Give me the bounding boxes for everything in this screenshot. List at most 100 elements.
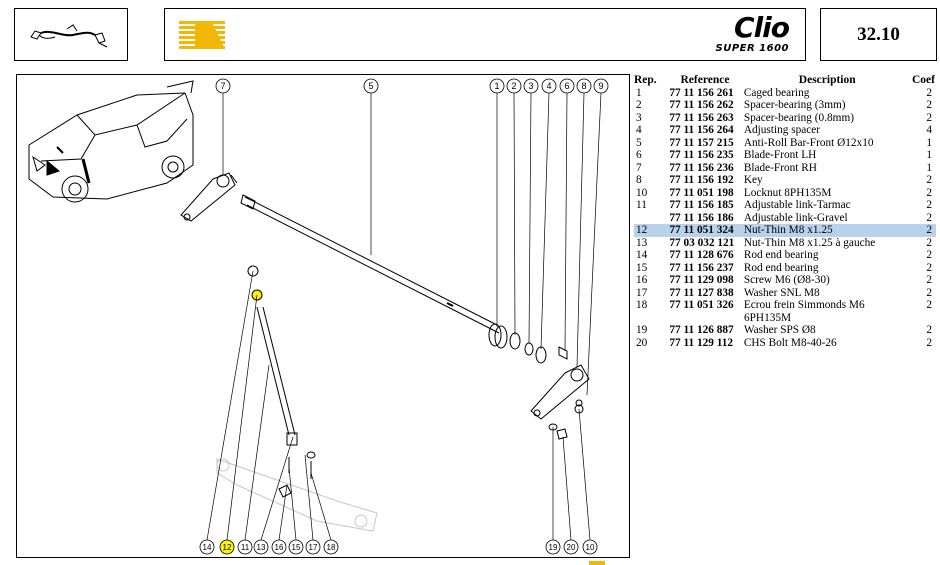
callout-label: 14 xyxy=(203,543,212,552)
callout-label: 11 xyxy=(241,543,250,552)
part-rep: 15 xyxy=(636,261,648,274)
callout-circle xyxy=(563,539,579,555)
callout-circle xyxy=(271,539,287,555)
header-coef: Coef xyxy=(912,74,935,86)
callout-circle xyxy=(489,78,505,94)
part-rep: 17 xyxy=(636,286,648,299)
part-description: Nut-Thin M8 x1.25 xyxy=(743,224,833,236)
lower-bracket xyxy=(216,458,378,532)
callout-circle xyxy=(545,539,561,555)
callout-circle xyxy=(219,539,235,555)
part-reference: 77 11 156 262 xyxy=(669,99,734,111)
callout-circle xyxy=(323,539,339,555)
part-rep: 11 xyxy=(636,199,647,211)
callout-12: 12 xyxy=(219,539,235,555)
table-row[interactable]: 18 77 11 051 326 Ecrou frein Simmonds M6 2 xyxy=(634,299,936,312)
part-description: Ecrou frein Simmonds M6 xyxy=(743,299,865,311)
part-reference: 77 11 157 215 xyxy=(669,136,734,149)
thumbnail-box xyxy=(14,8,128,61)
callout-label: 9 xyxy=(598,81,603,91)
callout-9: 9 xyxy=(593,78,609,94)
part-reference: 77 11 129 098 xyxy=(669,274,734,286)
part-rep: 18 xyxy=(636,299,648,311)
callout-13: 13 xyxy=(253,539,269,555)
part-reference: 77 11 051 326 xyxy=(669,299,734,311)
part-reference: 77 11 156 261 xyxy=(669,86,734,99)
clio-logo: Clio SUPER 1600 xyxy=(716,11,790,55)
leader-line xyxy=(528,92,532,344)
leader-line xyxy=(206,270,254,541)
part-rep: 16 xyxy=(636,274,648,286)
leader-line xyxy=(260,436,294,541)
callout-14: 14 xyxy=(199,539,215,555)
part-description: Rod end bearing xyxy=(743,261,819,274)
callout-label: 5 xyxy=(368,81,373,91)
lower-fasteners xyxy=(278,404,584,498)
callout-7: 7 xyxy=(215,78,231,94)
part-coef: 2 xyxy=(926,324,932,336)
part-coef: 2 xyxy=(926,299,932,311)
part-description: Spacer-bearing (3mm) xyxy=(743,99,846,111)
callout-15: 15 xyxy=(288,539,304,555)
part-coef: 2 xyxy=(926,336,932,349)
callout-label: 2 xyxy=(511,81,516,91)
header-description: Description xyxy=(798,74,856,86)
part-coef: 4 xyxy=(926,124,932,136)
callout-19: 19 xyxy=(545,539,561,555)
part-rep: 19 xyxy=(636,324,648,336)
part-coef: 2 xyxy=(926,99,932,111)
callout-circle xyxy=(305,539,321,555)
logo-word: Clio xyxy=(734,11,790,44)
callout-circle xyxy=(523,78,539,94)
callout-label: 15 xyxy=(292,543,301,552)
part-rep: 4 xyxy=(636,124,642,136)
leader-line xyxy=(513,92,516,336)
callout-circle xyxy=(582,539,598,555)
callout-5: 5 xyxy=(363,78,379,94)
callout-circle xyxy=(215,78,231,94)
leader-line xyxy=(564,92,568,352)
part-coef: 1 xyxy=(926,161,932,174)
part-description: Adjustable link-Tarmac xyxy=(743,199,851,211)
part-rep: 13 xyxy=(636,236,648,249)
anti-roll-bar xyxy=(240,194,500,334)
header-rep: Rep. xyxy=(634,74,657,86)
callout-circle xyxy=(363,78,379,94)
part-description: Nut-Thin M8 x1.25 à gauche xyxy=(743,236,876,249)
part-reference: 77 11 051 198 xyxy=(669,186,734,199)
leader-line xyxy=(278,484,288,541)
part-description: Washer SPS Ø8 xyxy=(743,324,816,336)
callout-label: 7 xyxy=(220,81,225,91)
part-description: Anti-Roll Bar-Front Ø12x10 xyxy=(743,136,874,149)
adjustable-link xyxy=(247,265,298,446)
callout-2: 2 xyxy=(506,78,522,94)
part-rep: 20 xyxy=(636,336,648,349)
part-reference: 77 11 156 264 xyxy=(669,124,734,136)
part-coef: 1 xyxy=(926,149,932,161)
table-row-continuation: 6PH135M xyxy=(634,312,936,325)
callout-label: 1 xyxy=(494,81,499,91)
callout-circle xyxy=(237,539,253,555)
callout-circle xyxy=(576,78,592,94)
